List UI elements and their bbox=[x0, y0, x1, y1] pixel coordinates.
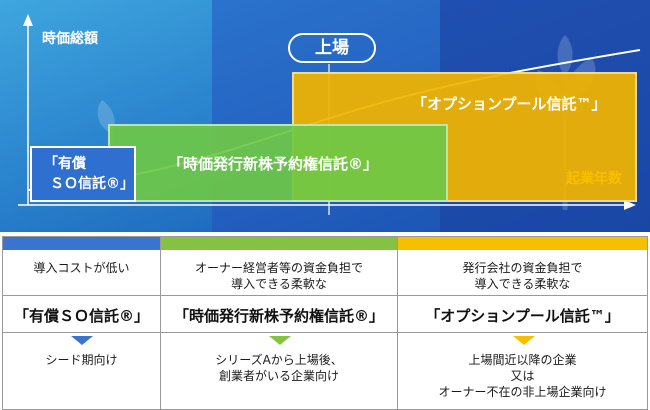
feature-text: 発行会社の資金負担で導入できる柔軟な bbox=[462, 261, 583, 291]
x-axis-arrow bbox=[624, 200, 636, 210]
column-header-bar bbox=[398, 236, 647, 250]
option-pool-label: 「オプションプール信託™」 bbox=[412, 95, 607, 113]
market-price-label: 「時価発行新株予約権信託®」 bbox=[168, 155, 379, 173]
column-header-bar bbox=[3, 236, 160, 250]
y-axis-label: 時価総額 bbox=[42, 31, 98, 47]
trust-name: 「時価発行新株予約権信託®」 bbox=[173, 307, 384, 325]
x-axis-label: 起業年数 bbox=[566, 171, 622, 187]
paid-so-label-line2: ＳＯ信託®」 bbox=[50, 176, 134, 192]
trust-name: 「オプションプール信託™」 bbox=[425, 307, 620, 325]
y-axis-arrow bbox=[23, 14, 33, 26]
feature-text: 導入コストが低い bbox=[33, 261, 130, 275]
row-divider bbox=[2, 332, 648, 333]
paid-so-box bbox=[30, 146, 136, 202]
column-header-bar bbox=[161, 236, 397, 250]
lifecycle-diagram: 時価総額 起業年数 上場 「有償 ＳＯ信託®」 「時価発行新株予約権信託®」 「… bbox=[0, 0, 650, 232]
arrow-down-icon bbox=[512, 336, 535, 345]
row-divider bbox=[2, 236, 648, 237]
column-option-pool: 発行会社の資金負担で導入できる柔軟な 「オプションプール信託™」 上場間近以降の… bbox=[397, 236, 648, 410]
paid-so-label: 「有償 ＳＯ信託®」 bbox=[44, 154, 134, 194]
arrow-down-icon bbox=[268, 336, 291, 345]
target-text: シリーズAから上場後、創業者がいる企業向け bbox=[215, 353, 343, 383]
target-text: シード期向け bbox=[45, 353, 118, 367]
arrow-down-icon bbox=[71, 336, 93, 345]
paid-so-label-line1: 「有償 bbox=[44, 156, 86, 172]
trust-name: 「有償ＳＯ信託®」 bbox=[13, 307, 149, 325]
comparison-table: 導入コストが低い 「有償ＳＯ信託®」 シード期向け オーナー経営者等の資金負担で… bbox=[0, 236, 650, 410]
market-price-box bbox=[108, 124, 448, 202]
feature-text: オーナー経営者等の資金負担で導入できる柔軟な bbox=[194, 261, 363, 291]
column-paid-so: 導入コストが低い 「有償ＳＯ信託®」 シード期向け bbox=[2, 236, 160, 410]
listing-label: 上場 bbox=[288, 33, 376, 63]
row-divider bbox=[2, 295, 648, 296]
target-text: 上場間近以降の企業又はオーナー不在の非上場企業向け bbox=[438, 353, 607, 399]
column-market-price: オーナー経営者等の資金負担で導入できる柔軟な 「時価発行新株予約権信託®」 シリ… bbox=[160, 236, 397, 410]
